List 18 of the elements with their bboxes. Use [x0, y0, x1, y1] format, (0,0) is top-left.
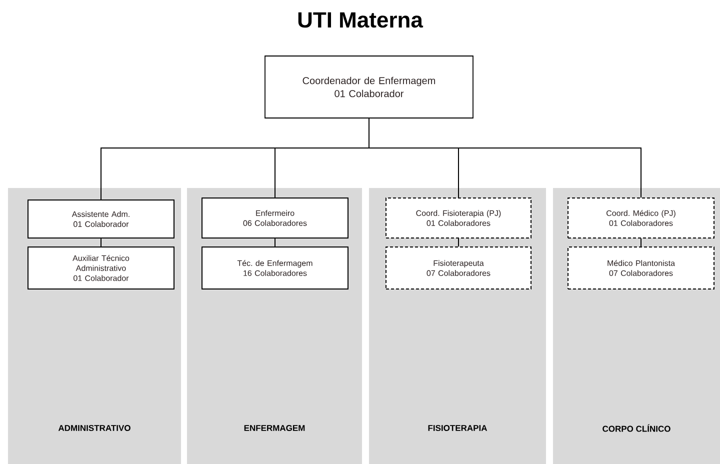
position-box: Coordenador de Enfermagem 01 Colaborador [264, 56, 474, 118]
position-box: Médico Plantonista 07 Colaboradores [568, 246, 714, 290]
position-box: Auxiliar Técnico Administrativo 01 Colaborador [28, 246, 174, 290]
position-box: Assistente Adm. 01 Colaborador [28, 200, 174, 238]
panel-title: CORPO CLÍNICO [602, 424, 670, 432]
title: UTI Materna [298, 12, 424, 28]
position-box: Coord. Fisioterapia (PJ) 01 Colaboradores [386, 198, 532, 238]
connector-line [274, 238, 276, 247]
position-box: Téc. de Enfermagem 16 Colaboradores [202, 246, 348, 290]
position-box: Fisioterapeuta 07 Colaboradores [386, 246, 532, 290]
position-box: Coord. Médico (PJ) 01 Colaboradores [568, 198, 714, 238]
connector-line [640, 238, 642, 247]
connector-line [100, 238, 102, 247]
panel-title: ADMINISTRATIVO [58, 425, 130, 431]
position-box: Enfermeiro 06 Colaboradores [202, 198, 348, 238]
panel-title: FISIOTERAPIA [428, 425, 488, 431]
panel-title: ENFERMAGEM [244, 425, 305, 431]
connector-line [458, 238, 459, 247]
